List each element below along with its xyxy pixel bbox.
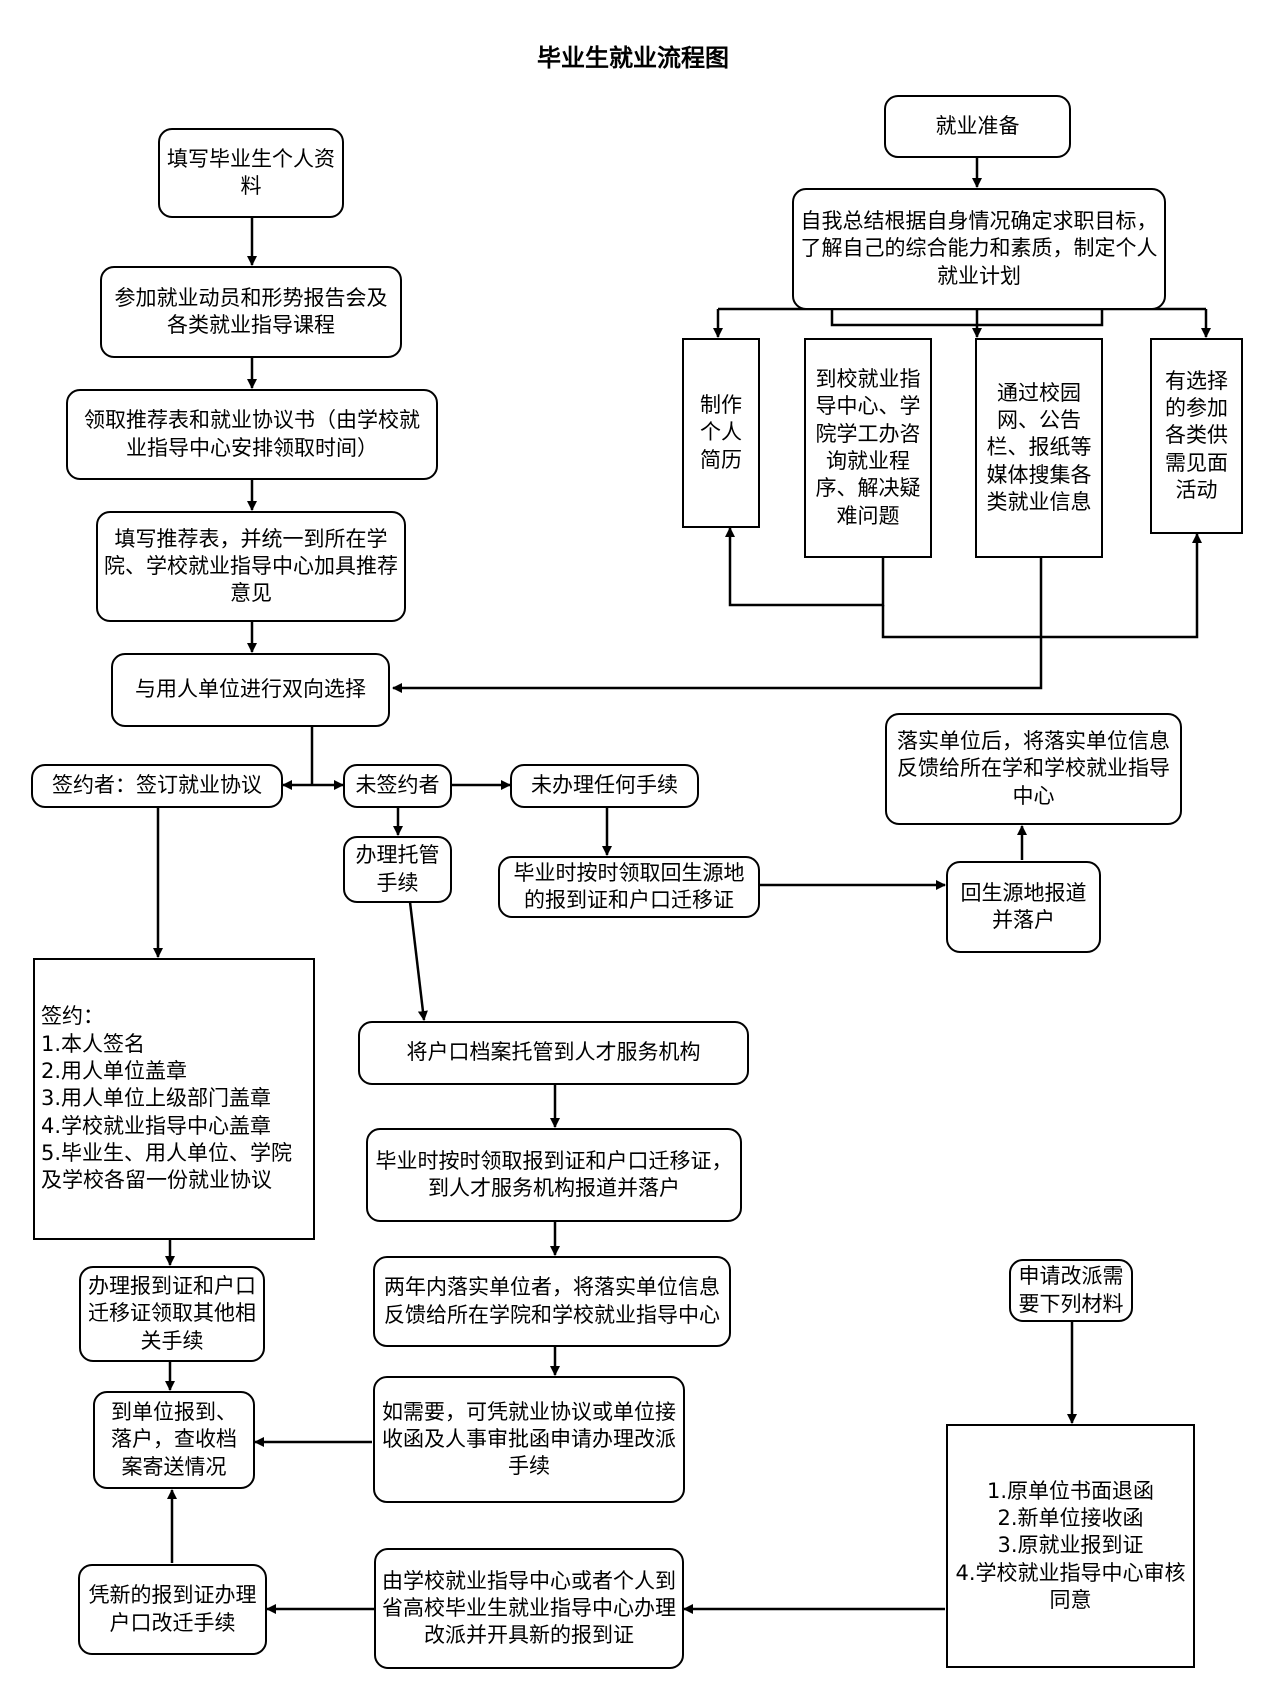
node-apply-reassign-label: 如需要，可凭就业协议或单位接收函及人事审批函申请办理改派手续: [382, 1399, 676, 1479]
node-signed-label: 签约者：签订就业协议: [52, 773, 262, 798]
node-get-registration-home: 毕业时按时领取回生源地的报到证和户口迁移证: [498, 856, 760, 918]
node-self-summary-label: 自我总结根据自身情况确定求职目标，了解自己的综合能力和素质，制定个人就业计划: [800, 209, 1158, 288]
node-consult-center: 到校就业指导中心、学院学工办咨询就业程序、解决疑难问题: [804, 338, 932, 558]
node-custody-procedure: 办理托管手续: [343, 836, 452, 903]
node-new-registration-move: 凭新的报到证办理户口改迁手续: [78, 1564, 267, 1655]
node-fill-recommend-label: 填写推荐表，并统一到所在学院、学校就业指导中心加具推荐意见: [104, 526, 398, 606]
node-get-forms-label: 领取推荐表和就业协议书（由学校就业指导中心安排领取时间）: [84, 408, 420, 460]
node-custody-talent: 将户口档案托管到人才服务机构: [358, 1021, 749, 1085]
node-prep-label: 就业准备: [935, 113, 1020, 138]
node-attend-meeting-label: 参加就业动员和形势报告会及各类就业指导课程: [114, 285, 388, 337]
node-get-registration-talent-label: 毕业时按时领取报到证和户口迁移证，到人才服务机构报道并落户: [375, 1148, 733, 1200]
node-province-reassign-label: 由学校就业指导中心或者个人到省高校毕业生就业指导中心办理改派并开具新的报到证: [382, 1568, 676, 1648]
node-two-way-select-label: 与用人单位进行双向选择: [135, 677, 366, 702]
node-report-unit: 到单位报到、落户，查收档案寄送情况: [93, 1391, 255, 1489]
edge-collect-to-select: [392, 558, 1043, 693]
node-custody-talent-label: 将户口档案托管到人才服务机构: [406, 1040, 701, 1065]
node-prep: 就业准备: [884, 95, 1071, 158]
node-get-forms: 领取推荐表和就业协议书（由学校就业指导中心安排领取时间）: [66, 389, 438, 480]
node-no-procedure: 未办理任何手续: [510, 764, 699, 808]
node-fill-info-label: 填写毕业生个人资料: [167, 146, 335, 198]
node-attend-meeting: 参加就业动员和形势报告会及各类就业指导课程: [100, 266, 402, 358]
node-feedback-home-label: 落实单位后，将落实单位信息反馈给所在学和学校就业指导中心: [897, 729, 1170, 808]
node-unsigned-label: 未签约者: [355, 773, 440, 798]
node-new-registration-move-label: 凭新的报到证办理户口改迁手续: [88, 1583, 257, 1635]
node-reassign-need-label: 申请改派需要下列材料: [1018, 1264, 1124, 1316]
node-fill-info: 填写毕业生个人资料: [158, 128, 344, 218]
node-consult-center-label: 到校就业指导中心、学院学工办咨询就业程序、解决疑难问题: [815, 367, 921, 528]
node-return-home: 回生源地报道并落户: [946, 861, 1101, 953]
node-self-summary: 自我总结根据自身情况确定求职目标，了解自己的综合能力和素质，制定个人就业计划: [792, 188, 1166, 310]
edge-custody-to-talent: [408, 901, 428, 1021]
node-no-procedure-label: 未办理任何手续: [531, 773, 678, 798]
node-two-years-feedback: 两年内落实单位者，将落实单位信息反馈给所在学院和学校就业指导中心: [373, 1256, 731, 1347]
node-reassign-materials: 1.原单位书面退函 2.新单位接收函 3.原就业报到证 4.学校就业指导中心审核…: [946, 1424, 1195, 1668]
node-handle-registration: 办理报到证和户口迁移证领取其他相关手续: [79, 1266, 265, 1362]
node-get-registration-talent: 毕业时按时领取报到证和户口迁移证，到人才服务机构报道并落户: [366, 1128, 742, 1222]
edge-bus-line2: [830, 309, 1104, 327]
node-collect-info: 通过校园网、公告栏、报纸等媒体搜集各类就业信息: [975, 338, 1103, 558]
edge-consult-to-resume: [725, 527, 885, 607]
node-reassign-materials-label: 1.原单位书面退函 2.新单位接收函 3.原就业报到证 4.学校就业指导中心审核…: [955, 1478, 1186, 1612]
node-custody-procedure-label: 办理托管手续: [355, 843, 440, 895]
node-two-years-feedback-label: 两年内落实单位者，将落实单位信息反馈给所在学院和学校就业指导中心: [384, 1275, 720, 1327]
node-attend-fair: 有选择的参加各类供需见面活动: [1150, 338, 1243, 534]
node-unsigned: 未签约者: [343, 764, 452, 808]
node-handle-registration-label: 办理报到证和户口迁移证领取其他相关手续: [88, 1274, 256, 1353]
node-return-home-label: 回生源地报道并落户: [960, 880, 1087, 932]
node-apply-reassign: 如需要，可凭就业协议或单位接收函及人事审批函申请办理改派手续: [373, 1376, 685, 1503]
node-reassign-need: 申请改派需要下列材料: [1009, 1259, 1133, 1322]
node-sign-steps-label: 签约： 1.本人签名 2.用人单位盖章 3.用人单位上级部门盖章 4.学校就业指…: [41, 1004, 293, 1193]
node-province-reassign: 由学校就业指导中心或者个人到省高校毕业生就业指导中心办理改派并开具新的报到证: [374, 1548, 684, 1669]
node-collect-info-label: 通过校园网、公告栏、报纸等媒体搜集各类就业信息: [986, 380, 1092, 514]
node-get-registration-home-label: 毕业时按时领取回生源地的报到证和户口迁移证: [513, 860, 745, 912]
node-report-unit-label: 到单位报到、落户，查收档案寄送情况: [111, 1400, 237, 1479]
node-make-resume-label: 制作个人简历: [700, 393, 742, 472]
node-signed: 签约者：签订就业协议: [31, 764, 283, 808]
node-fill-recommend: 填写推荐表，并统一到所在学院、学校就业指导中心加具推荐意见: [96, 511, 406, 622]
node-attend-fair-label: 有选择的参加各类供需见面活动: [1165, 368, 1228, 502]
node-two-way-select: 与用人单位进行双向选择: [111, 653, 390, 727]
node-make-resume: 制作个人简历: [682, 338, 760, 528]
page-title: 毕业生就业流程图: [537, 44, 729, 72]
node-sign-steps: 签约： 1.本人签名 2.用人单位盖章 3.用人单位上级部门盖章 4.学校就业指…: [33, 958, 315, 1240]
node-feedback-home: 落实单位后，将落实单位信息反馈给所在学和学校就业指导中心: [885, 713, 1182, 825]
